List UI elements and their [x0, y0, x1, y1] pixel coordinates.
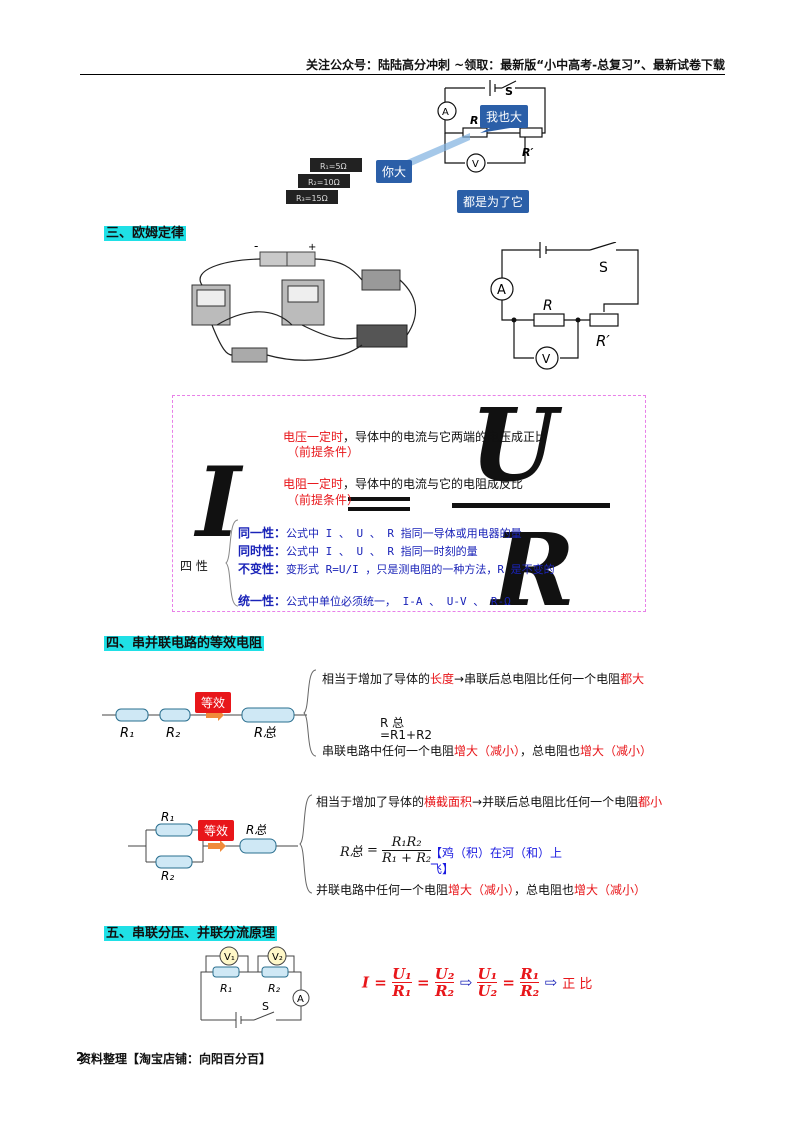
parallel-rtotal-label: R总	[246, 823, 266, 837]
series-equiv-badge: 等效	[195, 692, 232, 713]
formula-I: I	[196, 446, 241, 559]
series-line1: 相当于增加了导体的长度→串联后总电阻比任何一个电阻都大	[322, 672, 645, 686]
prop-uniformity: 统一性：公式中单位必须统一， I-A 、 U-V 、 R-Ω	[238, 594, 511, 608]
schematic-rheostat: R′	[596, 332, 610, 350]
ammeter-label: A	[442, 107, 449, 118]
callout-for-it: 都是为了它	[457, 190, 530, 213]
fraction-bar	[452, 503, 610, 508]
callout-also-big: 我也大	[480, 105, 529, 128]
section3-title: 三、欧姆定律	[104, 226, 187, 241]
footer-text: 资料整理【淘宝店铺：向阳百分百】	[79, 1052, 272, 1066]
r1-sample-label: R₁=5Ω	[320, 162, 347, 171]
battery-minus: -	[254, 240, 258, 253]
series-rtotal-label: R总	[254, 726, 276, 740]
parallel-formula: R总 = R₁R₂ R₁ + R₂	[340, 835, 432, 866]
series-diagram: R₁ R₂ R总	[102, 707, 307, 740]
parallel-line1: 相当于增加了导体的横截面积→并联后总电阻比任何一个电阻都小	[316, 795, 663, 809]
v2-label: V₂	[272, 952, 283, 963]
schematic-ammeter: A	[497, 283, 506, 298]
parallel-line3: 并联电路中任何一个电阻增大（减小），总电阻也增大（减小）	[316, 883, 647, 897]
voltage-divider-circuit: V₁ V₂ R₁ R₂ A S	[200, 946, 310, 1028]
page-footer: 2 资料整理【淘宝店铺：向阳百分百】	[76, 1050, 271, 1067]
ohm-circuit-schematic: A V S R R′	[490, 242, 639, 370]
four-properties-label: 四 性	[180, 559, 208, 573]
series-formula-b: =R1+R2	[380, 728, 433, 742]
r1-label: R₁	[220, 982, 232, 995]
prop-identity: 同一性：公式中 I 、 U 、 R 指同一导体或用电器的量	[238, 526, 522, 540]
battery-plus: +	[308, 242, 316, 253]
parallel-formula-num: R₁R₂	[381, 835, 432, 851]
voltmeter-label: V	[472, 159, 479, 170]
parallel-mnemonic: 【鸡（积）在河（和）上飞】	[430, 846, 563, 876]
top-circuit-diagram: R₁=5Ω R₂=10Ω R₃=15Ω A V S R R′	[286, 80, 546, 204]
parallel-r1-label: R₁	[161, 812, 174, 824]
formula-U: U	[470, 386, 558, 504]
ohm-law-box	[172, 395, 646, 612]
formula-R: R	[492, 511, 576, 629]
v1-label: V₁	[224, 952, 235, 963]
parallel-r2-label: R₂	[161, 869, 174, 882]
page-number: 2	[76, 1050, 85, 1064]
series-r2-label: R₂	[166, 726, 180, 740]
equals-bottom-bar	[348, 507, 410, 511]
properties-brace	[225, 519, 239, 607]
switch-label-5: S	[262, 1000, 269, 1013]
header-text: 关注公众号：陆陆高分冲刺 ~领取：最新版“小中高考-总复习”、最新试卷下载	[306, 58, 725, 72]
ohm-condition-1: 电压一定时，导体中的电流与它两端的电压成正比	[283, 430, 548, 444]
schematic-resistor: R	[543, 298, 553, 314]
parallel-equiv-badge: 等效	[198, 820, 235, 841]
resistor-label: R	[470, 114, 478, 127]
proportional-label: 正 比	[562, 977, 593, 992]
page-header: 关注公众号：陆陆高分冲刺 ~领取：最新版“小中高考-总复习”、最新试卷下载	[80, 56, 725, 75]
parallel-diagram: R₁ R₂ R总	[128, 812, 298, 882]
section5-title: 五、串联分压、并联分流原理	[104, 926, 278, 941]
prop-invariance: 不变性：变形式 R=U/I ，只是测电阻的一种方法，R 是不变的	[238, 562, 555, 576]
equals-top-bar	[348, 497, 410, 501]
ohm-condition-2: 电阻一定时，导体中的电流与它的电阻成反比	[283, 477, 524, 491]
r2-sample-label: R₂=10Ω	[308, 178, 340, 187]
prop-simultaneity: 同时性：公式中 I 、 U 、 R 指同一时刻的量	[238, 544, 478, 558]
parallel-brace	[299, 794, 313, 894]
resistor-samples: R₁=5Ω R₂=10Ω R₃=15Ω	[286, 158, 362, 204]
schematic-voltmeter: V	[542, 352, 551, 366]
series-formula-a: R 总	[380, 716, 405, 730]
ammeter-label-5: A	[297, 994, 304, 1005]
rheostat-label: R′	[522, 146, 533, 159]
parallel-formula-den: R₁ + R₂	[381, 851, 432, 866]
section4-title: 四、串并联电路的等效电阻	[104, 636, 265, 651]
series-brace	[303, 669, 317, 757]
series-line3: 串联电路中任何一个电阻增大（减小），总电阻也增大（减小）	[322, 744, 653, 758]
schematic-switch: S	[599, 260, 608, 276]
r3-sample-label: R₃=15Ω	[296, 194, 328, 203]
ohm-condition-1-note: （前提条件）	[287, 445, 360, 459]
ohm-condition-2-note: （前提条件）	[287, 493, 360, 507]
switch-label: S	[505, 85, 513, 98]
r2-label: R₂	[268, 982, 281, 995]
series-r1-label: R₁	[120, 726, 134, 740]
experiment-illustration: - +	[191, 240, 417, 363]
callout-you-big: 你大	[376, 160, 413, 183]
